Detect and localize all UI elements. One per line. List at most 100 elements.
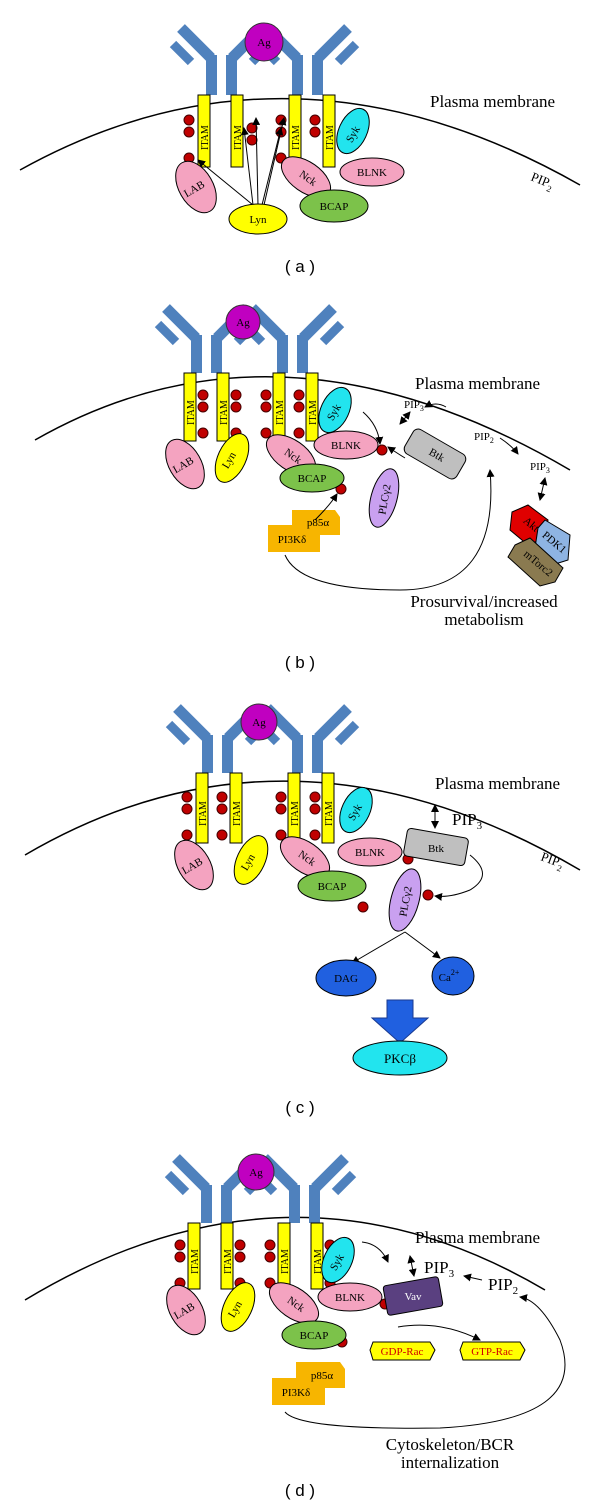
svg-text:PI3Kδ: PI3Kδ	[282, 1387, 310, 1399]
lab-protein	[175, 160, 217, 214]
bcap-protein	[281, 1320, 347, 1350]
svg-text:DAG: DAG	[334, 973, 358, 985]
svg-text:ITAM: ITAM	[198, 801, 209, 826]
lyn-protein	[220, 1282, 256, 1332]
svg-text:PIP2: PIP2	[488, 1275, 518, 1297]
pkc-node	[352, 1040, 448, 1076]
lyn-protein	[228, 203, 288, 235]
svg-text:PIP2: PIP2	[538, 849, 566, 874]
svg-text:PLCγ2: PLCγ2	[397, 885, 414, 917]
itam-bars: ITAM ITAM ITAM ITAM	[197, 94, 336, 168]
svg-text:BLNK: BLNK	[357, 167, 387, 179]
vav-protein	[382, 1276, 444, 1316]
itam-bars: ITAM ITAM ITAM ITAM	[195, 772, 335, 844]
panel-label-b: ( b )	[285, 653, 315, 672]
svg-text:ITAM: ITAM	[233, 125, 244, 150]
svg-text:p85α: p85α	[311, 1370, 334, 1382]
btk-protein	[403, 428, 467, 480]
svg-text:Ca2+: Ca2+	[439, 968, 460, 984]
antigen	[225, 304, 261, 340]
svg-text:BCAP: BCAP	[320, 201, 349, 213]
svg-text:Ag: Ag	[257, 37, 271, 49]
svg-text:PIP3: PIP3	[424, 1258, 455, 1280]
panel-label-d: ( d )	[285, 1481, 315, 1500]
panel-a: Plasma membrane PIP2 Ag ITAM	[19, 22, 581, 276]
svg-text:ITAM: ITAM	[290, 801, 301, 826]
svg-text:ITAM: ITAM	[291, 125, 302, 150]
btk-protein	[403, 827, 469, 867]
svg-text:ITAM: ITAM	[280, 1249, 291, 1274]
bcap-protein	[297, 870, 367, 902]
syk-protein	[339, 786, 373, 834]
svg-text:Plasma membrane: Plasma membrane	[415, 374, 540, 393]
pip2-label: PIP2	[528, 169, 556, 194]
downstream-arrow	[370, 999, 430, 1044]
pathway-arrows	[284, 1241, 566, 1429]
svg-text:Vav: Vav	[404, 1291, 422, 1303]
svg-text:GDP-Rac: GDP-Rac	[381, 1346, 424, 1358]
lyn-arrows	[197, 117, 287, 206]
svg-text:ITAM: ITAM	[325, 125, 336, 150]
pathway-arrows	[284, 400, 548, 591]
svg-text:ITAM: ITAM	[223, 1249, 234, 1274]
akt-complex: Akt PDK1 mTorc2	[507, 504, 571, 587]
svg-text:ITAM: ITAM	[308, 400, 319, 425]
panel-label-a: ( a )	[285, 257, 315, 276]
blnk-protein	[317, 1282, 383, 1312]
svg-text:ITAM: ITAM	[275, 400, 286, 425]
lyn-protein	[214, 433, 250, 483]
lab-protein	[166, 1284, 206, 1336]
svg-text:ITAM: ITAM	[186, 400, 197, 425]
svg-text:PIP3: PIP3	[404, 399, 424, 413]
phospho-sites	[181, 791, 434, 913]
svg-text:PLCγ2: PLCγ2	[376, 483, 393, 515]
nck-protein	[269, 1282, 319, 1324]
plasma-membrane-curve	[34, 376, 571, 471]
panel-c: Plasma membrane PIP2 Ag ITAM ITAM	[24, 703, 581, 1117]
pathway-arrows	[351, 804, 483, 964]
gtp-rac	[459, 1341, 526, 1361]
svg-text:BCAP: BCAP	[300, 1330, 329, 1342]
svg-text:PIP2: PIP2	[474, 431, 494, 445]
svg-text:Plasma membrane: Plasma membrane	[415, 1228, 540, 1247]
svg-text:PI3Kδ: PI3Kδ	[278, 534, 306, 546]
lyn-protein	[233, 835, 269, 885]
svg-text:GTP-Rac: GTP-Rac	[471, 1346, 513, 1358]
plc-protein	[368, 468, 400, 528]
svg-text:Lyn: Lyn	[249, 214, 267, 226]
svg-text:PKCβ: PKCβ	[384, 1051, 416, 1066]
blnk-protein	[337, 837, 403, 867]
phospho-sites	[197, 389, 388, 495]
svg-text:BCAP: BCAP	[298, 473, 327, 485]
svg-text:internalization: internalization	[401, 1453, 500, 1472]
dag-node	[315, 959, 377, 997]
svg-text:Ag: Ag	[236, 317, 250, 329]
panel-b: Plasma membrane Ag ITAM ITAM ITAM	[34, 304, 571, 672]
svg-text:ITAM: ITAM	[190, 1249, 201, 1274]
syk-protein	[336, 107, 370, 155]
svg-text:metabolism: metabolism	[444, 610, 523, 629]
pi3k-complex: p85α PI3Kδ	[268, 510, 340, 552]
gdp-rac	[369, 1341, 436, 1361]
svg-text:Btk: Btk	[428, 843, 444, 855]
panel-label-c: ( c )	[285, 1098, 314, 1117]
plasma-membrane-curve	[24, 1216, 546, 1301]
pi3k-complex: p85α PI3Kδ	[272, 1362, 345, 1405]
blnk-protein	[339, 157, 405, 187]
itam-bars: ITAM ITAM ITAM ITAM	[183, 372, 319, 442]
blnk-protein	[313, 430, 379, 460]
svg-text:p85α: p85α	[307, 517, 330, 529]
outcome-text: Prosurvival/increased	[410, 592, 558, 611]
itam-bars: ITAM ITAM ITAM ITAM	[187, 1222, 324, 1290]
calcium-node	[431, 956, 475, 996]
lab-protein	[165, 438, 205, 490]
svg-text:BLNK: BLNK	[335, 1292, 365, 1304]
syk-protein	[318, 386, 352, 434]
svg-text:Ag: Ag	[252, 717, 266, 729]
svg-text:ITAM: ITAM	[313, 1249, 324, 1274]
svg-text:BLNK: BLNK	[331, 440, 361, 452]
lab-protein	[174, 839, 214, 891]
antigen	[240, 703, 278, 741]
bcap-protein	[279, 463, 345, 493]
